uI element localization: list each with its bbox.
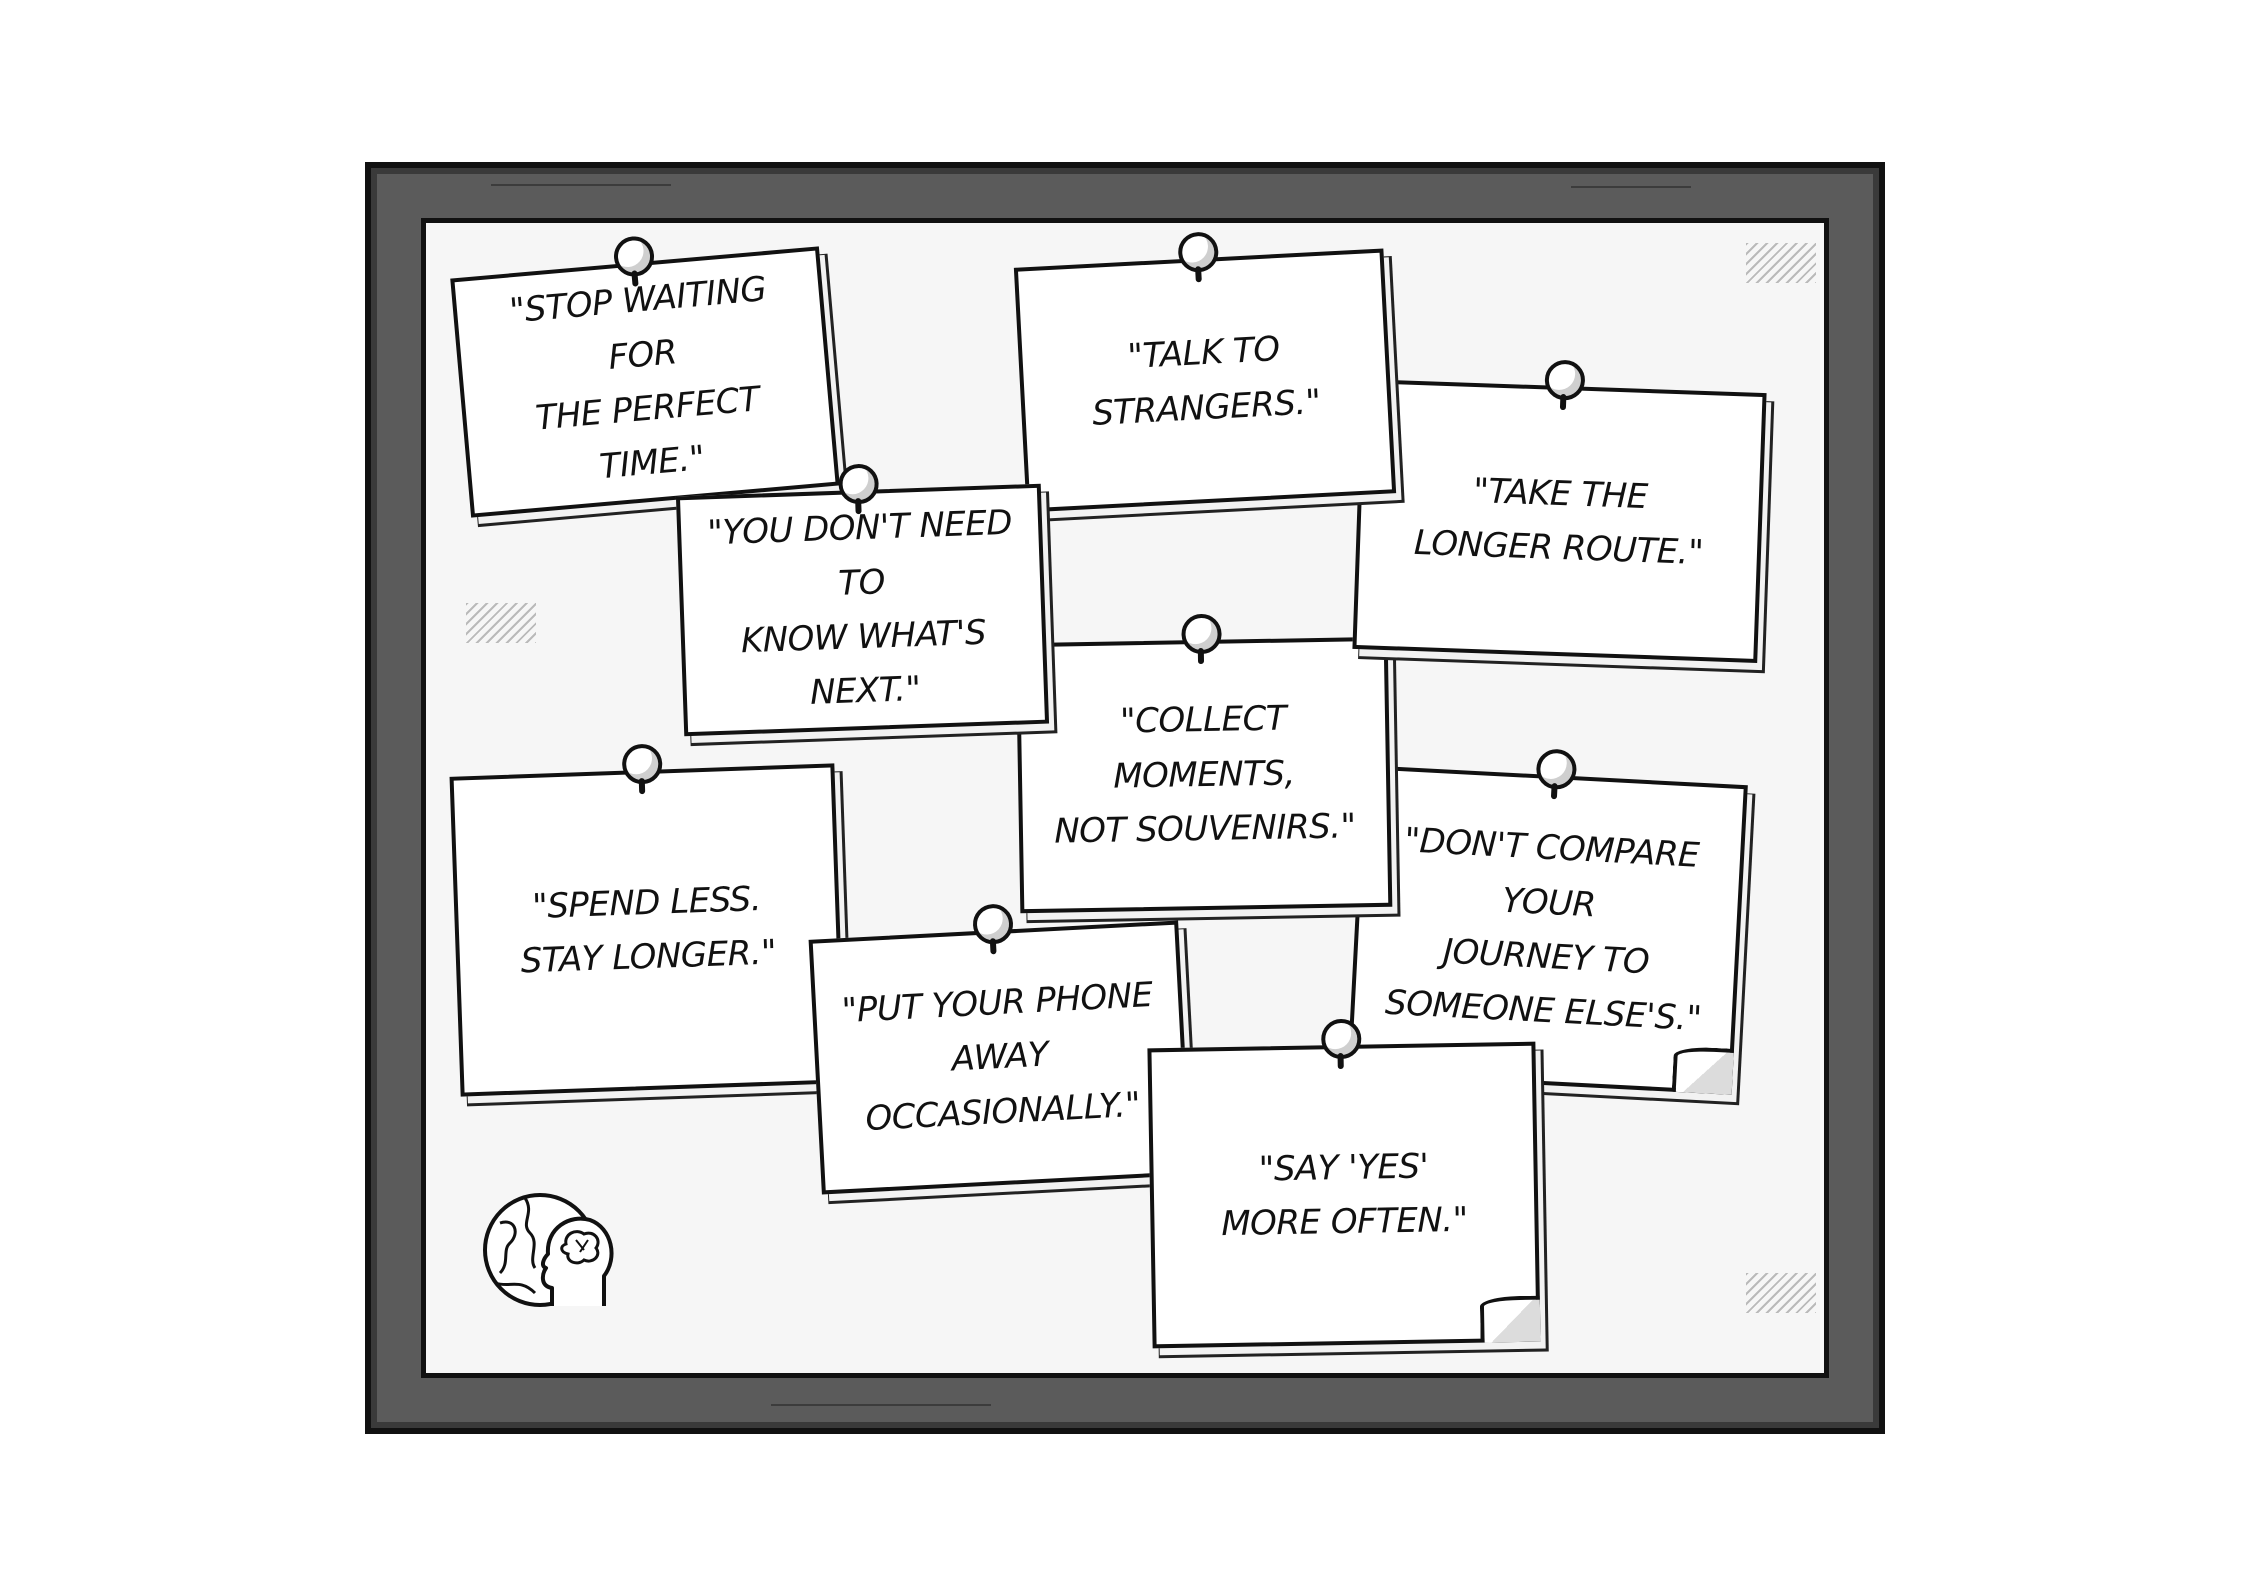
note-text: "YOU DON'T NEED TO KNOW WHAT'S NEXT." bbox=[706, 502, 1013, 714]
note-text: "DON'T COMPARE YOUR JOURNEY TO SOMEONE E… bbox=[1384, 820, 1703, 1040]
sticky-note: "SPEND LESS. STAY LONGER." bbox=[449, 743, 846, 1097]
sticky-note: "COLLECT MOMENTS, NOT SOUVENIRS." bbox=[1015, 613, 1393, 914]
board-texture bbox=[1746, 1273, 1816, 1313]
push-pin-icon bbox=[1181, 613, 1222, 655]
sticky-note: "YOU DON'T NEED TO KNOW WHAT'S NEXT." bbox=[675, 463, 1050, 737]
page-curl bbox=[1479, 1295, 1541, 1343]
push-pin-icon bbox=[1320, 1018, 1362, 1060]
note-text: "TAKE THE LONGER ROUTE." bbox=[1413, 470, 1704, 574]
frame-texture bbox=[491, 184, 671, 186]
globe-head-brain-icon bbox=[483, 1193, 614, 1307]
board-texture bbox=[1746, 243, 1816, 283]
note-text: "COLLECT MOMENTS, NOT SOUVENIRS." bbox=[1053, 698, 1356, 852]
push-pin-icon bbox=[621, 743, 663, 785]
sticky-note: "STOP WAITING FOR THE PERFECT TIME." bbox=[450, 234, 840, 518]
sticky-note: "PUT YOUR PHONE AWAY OCCASIONALLY." bbox=[808, 903, 1192, 1195]
push-pin-icon bbox=[1543, 359, 1586, 401]
sticky-note: "TALK TO STRANGERS." bbox=[1013, 231, 1397, 513]
note-text: "PUT YOUR PHONE AWAY OCCASIONALLY." bbox=[840, 974, 1154, 1139]
sticky-note: "SAY 'YES' MORE OFTEN." bbox=[1147, 1018, 1541, 1349]
push-pin-icon bbox=[1534, 748, 1577, 791]
page-curl bbox=[1671, 1045, 1735, 1095]
note-text: "SPEND LESS. STAY LONGER." bbox=[520, 878, 777, 982]
frame-texture bbox=[771, 1404, 991, 1406]
board-texture bbox=[466, 603, 536, 643]
note-text: "TALK TO STRANGERS." bbox=[1091, 329, 1322, 434]
frame-texture bbox=[1571, 186, 1691, 188]
note-text: "SAY 'YES' MORE OFTEN." bbox=[1220, 1146, 1469, 1245]
sticky-note: "TAKE THE LONGER ROUTE." bbox=[1352, 359, 1767, 663]
note-text: "STOP WAITING FOR THE PERFECT TIME." bbox=[507, 269, 768, 488]
